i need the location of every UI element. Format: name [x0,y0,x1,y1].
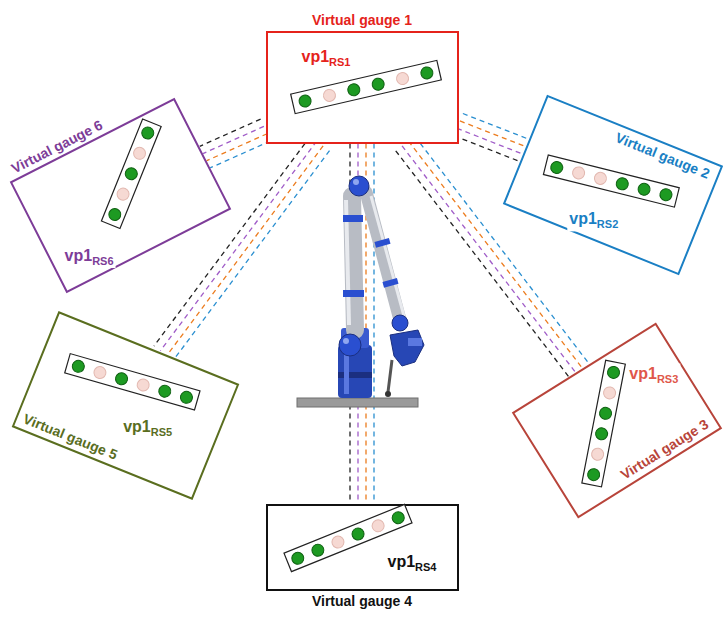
gauge-box: Virtual gauge 5vp1RS5 [11,311,239,500]
reference-system: RS6 [92,255,113,267]
point-label: vp1RS4 [386,552,439,574]
point-label: vp1RS5 [121,416,174,438]
dot-plate [12,98,234,293]
point-name: vp1 [123,417,151,434]
gauge-title: Virtual gauge 6 [8,116,105,176]
dot-plate [515,323,723,519]
gauge-title: Virtual gauge 3 [618,415,711,482]
reference-system: RS1 [329,56,350,68]
point-label: vp1RS6 [62,245,115,267]
reference-system: RS4 [415,561,436,573]
measurement-link [396,136,589,377]
point-name: vp1 [629,364,657,381]
gauge-title: Virtual gauge 2 [613,129,712,181]
gauge-box: Virtual gauge 3 vp1RS3 [512,322,722,518]
gauge-title: Virtual gauge 5 [20,410,119,462]
point-name: vp1 [569,210,597,227]
gauge-box: Virtual gauge 2 vp1RS2 [503,95,723,276]
gauge-box: Virtual gauge 6 vp1RS6 [9,97,231,292]
point-name: vp1 [388,553,416,570]
measurement-link [200,119,271,168]
point-label: vp1RS3 [627,363,680,385]
dot-plate [268,506,461,593]
gauge-title: Virtual gauge 1 [268,12,457,28]
point-label: vp1RS2 [567,209,620,231]
point-name: vp1 [64,246,92,263]
dot-plate [268,33,461,146]
reference-system: RS5 [150,426,171,438]
gauge-box: Virtual gauge 4vp1RS4 [266,504,459,591]
measurement-link [454,113,529,161]
point-name: vp1 [302,48,330,65]
gauge-box: Virtual gauge 1vp1RS1 [266,31,459,144]
dot-plate [504,97,723,278]
reference-system: RS2 [597,219,618,231]
dot-plate [12,313,240,502]
point-label: vp1RS1 [300,47,353,69]
gauge-title: Virtual gauge 4 [268,593,457,609]
reference-system: RS3 [657,372,678,384]
